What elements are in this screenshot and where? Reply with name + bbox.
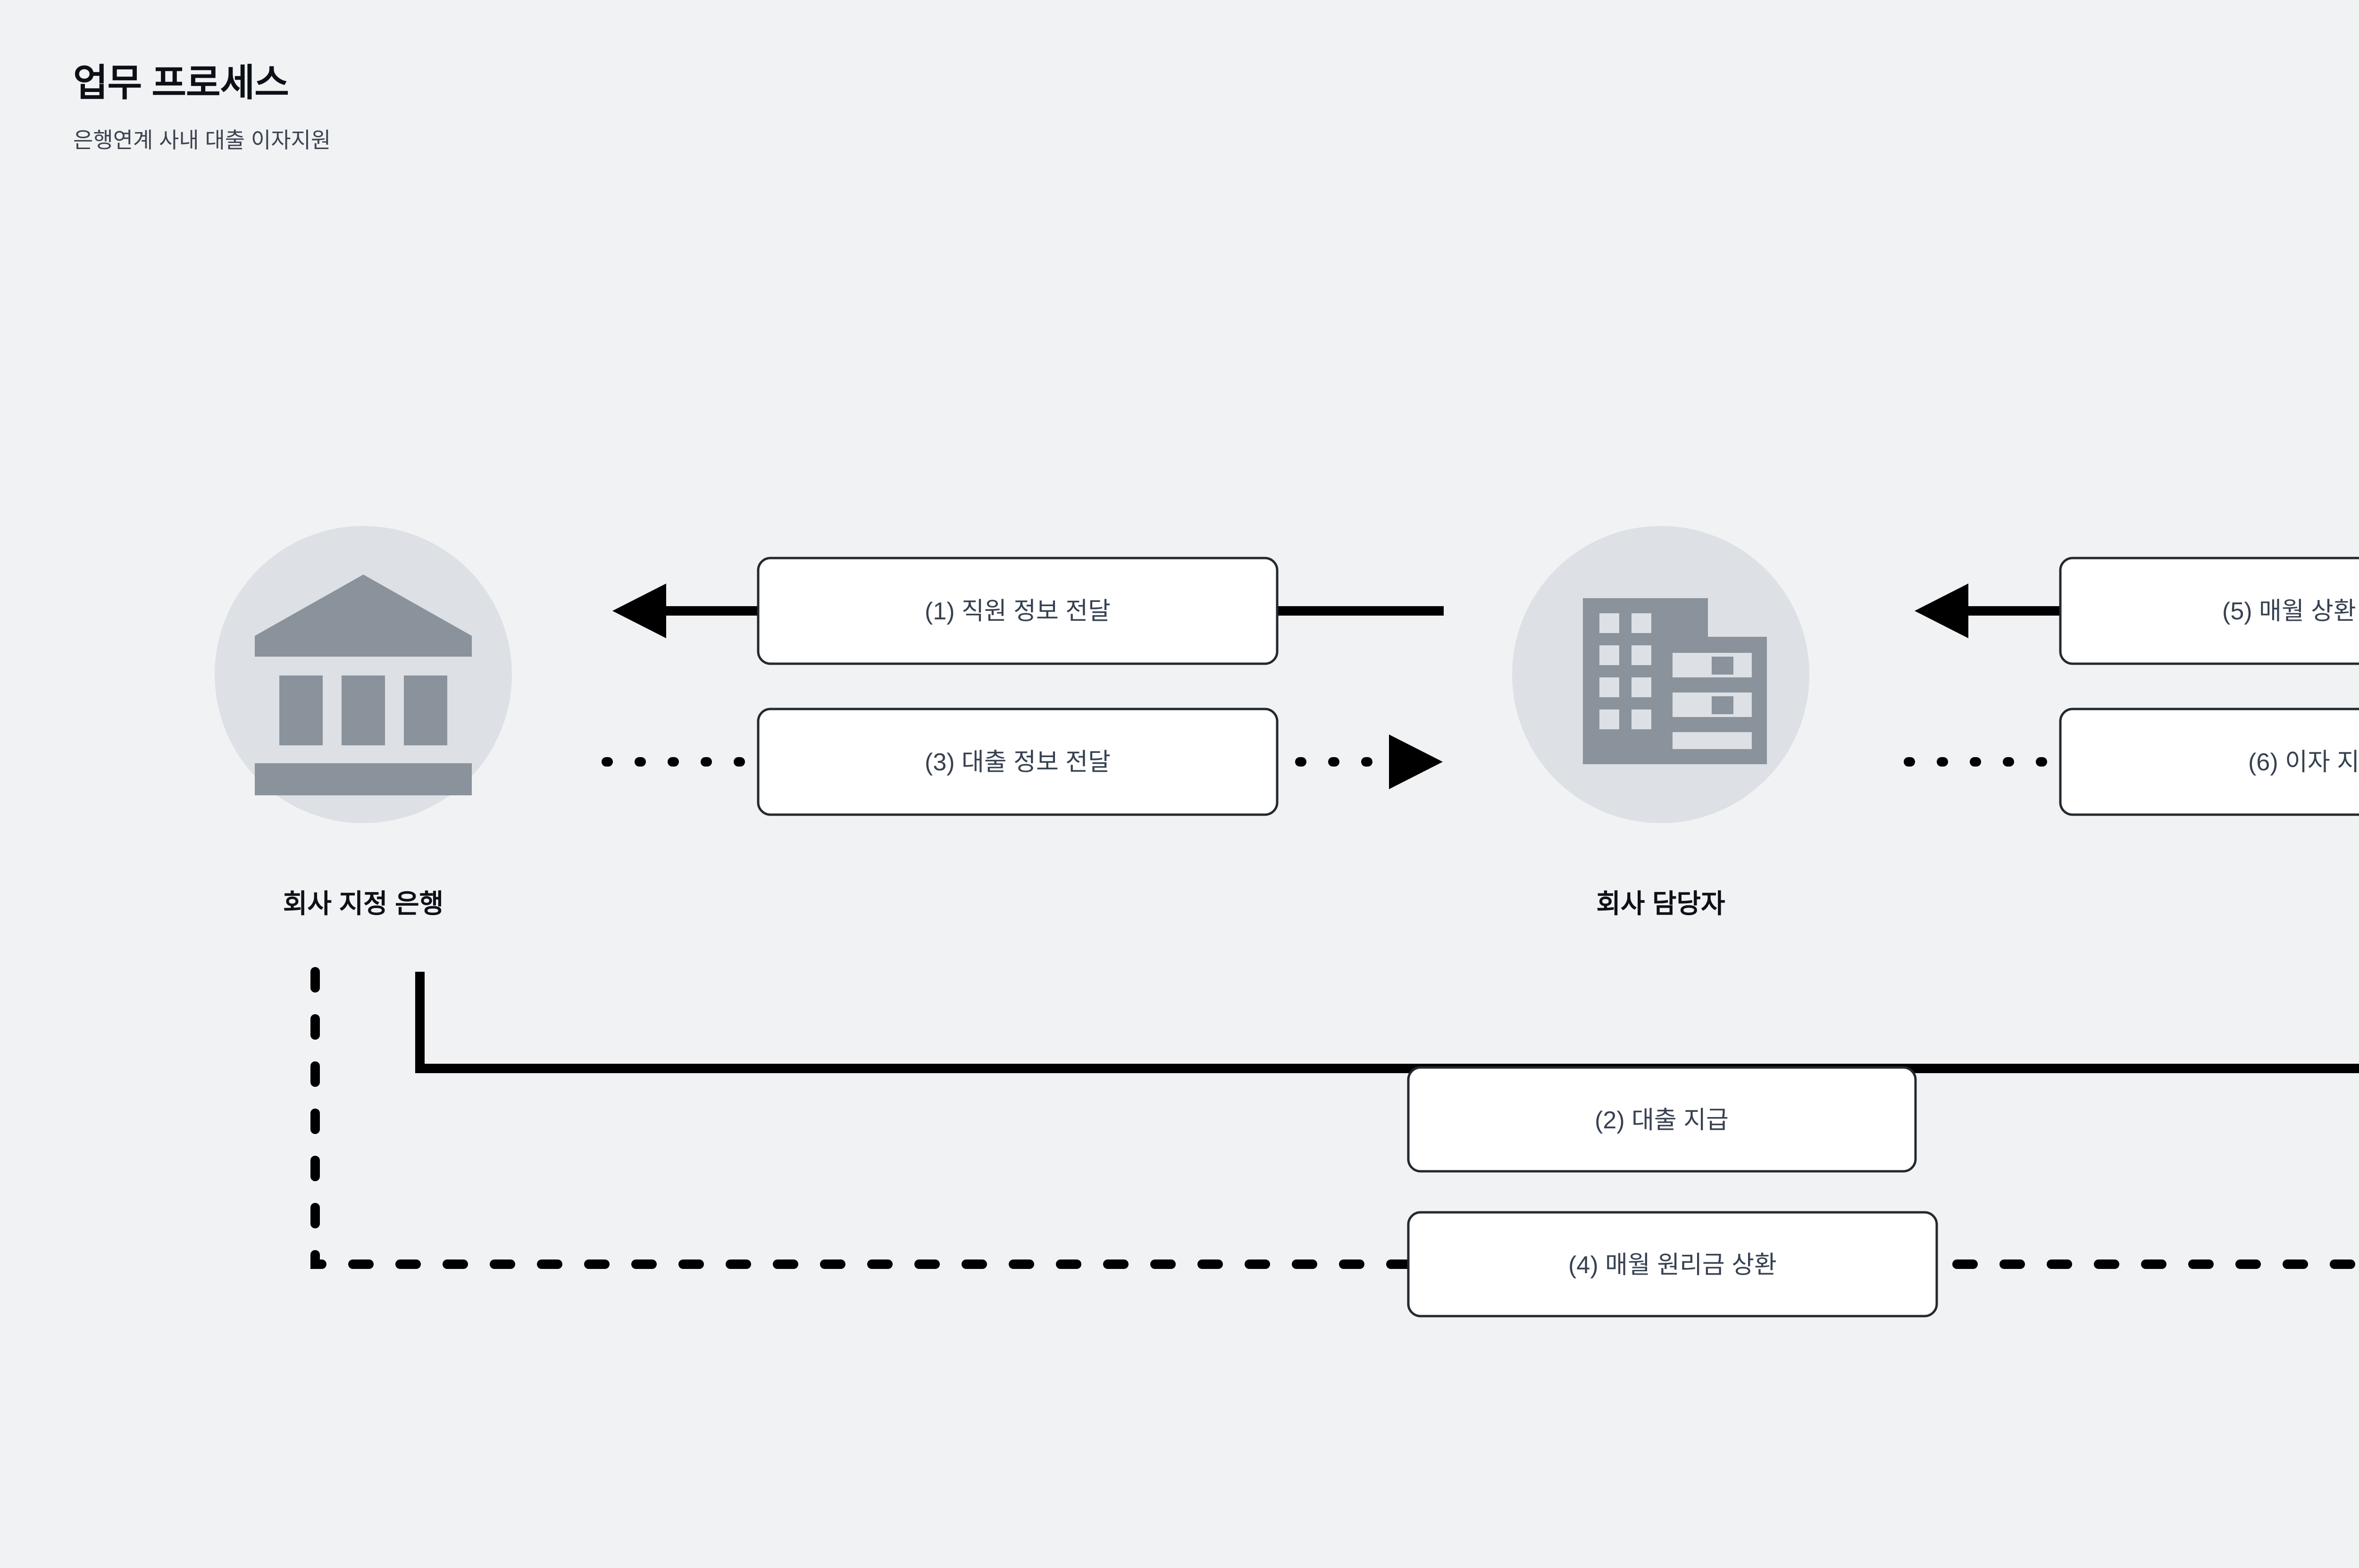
page-subtitle: 은행연계 사내 대출 이자지원 (73, 128, 331, 152)
edge-2-label-box[interactable] (1407, 1066, 1917, 1173)
edge-1-arrowhead (612, 584, 666, 638)
edge-3-arrowhead (1389, 734, 1443, 789)
edge-5-label: (5) 매월 상환 증빙 (2222, 598, 2359, 625)
office-building-icon (1583, 598, 1767, 764)
edge-4-label: (4) 매월 원리금 상환 (1568, 1251, 1777, 1279)
edge-1-label: (1) 직원 정보 전달 (925, 598, 1111, 625)
edge-6-label-box[interactable] (2059, 708, 2359, 816)
edge-5-monthly-proof[interactable]: (5) 매월 상환 증빙 (1915, 557, 2359, 665)
office-building-icon-detail (1712, 657, 1733, 714)
bank-icon (255, 575, 472, 795)
node-manager[interactable]: 회사 담당자 (1512, 526, 1809, 918)
edge-4-label-box[interactable] (1407, 1211, 1938, 1318)
edge-4-monthly-repayment[interactable]: (4) 매월 원리금 상환 (310, 960, 2359, 1318)
edge-3-label-box[interactable] (757, 708, 1279, 816)
edge-2-line (415, 972, 2359, 1073)
edge-3-label: (3) 대출 정보 전달 (925, 749, 1111, 776)
edge-6-label: (6) 이자 지원 (2248, 749, 2359, 776)
node-bank-circle (215, 526, 512, 823)
node-bank[interactable]: 회사 지정 은행 (215, 526, 512, 918)
edge-5-label-box[interactable] (2059, 557, 2359, 665)
page-header: 업무 프로세스 은행연계 사내 대출 이자지원 (73, 61, 331, 155)
edge-4-line (310, 967, 2359, 1269)
edge-1-employee-info[interactable]: (1) 직원 정보 전달 (612, 557, 1444, 665)
node-bank-label: 회사 지정 은행 (283, 889, 443, 918)
edge-3-loan-info[interactable]: (3) 대출 정보 전달 (602, 708, 1443, 816)
edge-1-label-box[interactable] (757, 557, 1279, 665)
node-manager-label: 회사 담당자 (1596, 889, 1725, 918)
edge-2-loan-disbursement[interactable]: (2) 대출 지급 (415, 960, 2359, 1173)
edge-6-interest-support[interactable]: (6) 이자 지원 (1904, 708, 2359, 816)
page-title: 업무 프로세스 (73, 62, 289, 104)
edge-5-arrowhead (1915, 584, 1968, 638)
edge-2-label: (2) 대출 지급 (1595, 1107, 1729, 1134)
